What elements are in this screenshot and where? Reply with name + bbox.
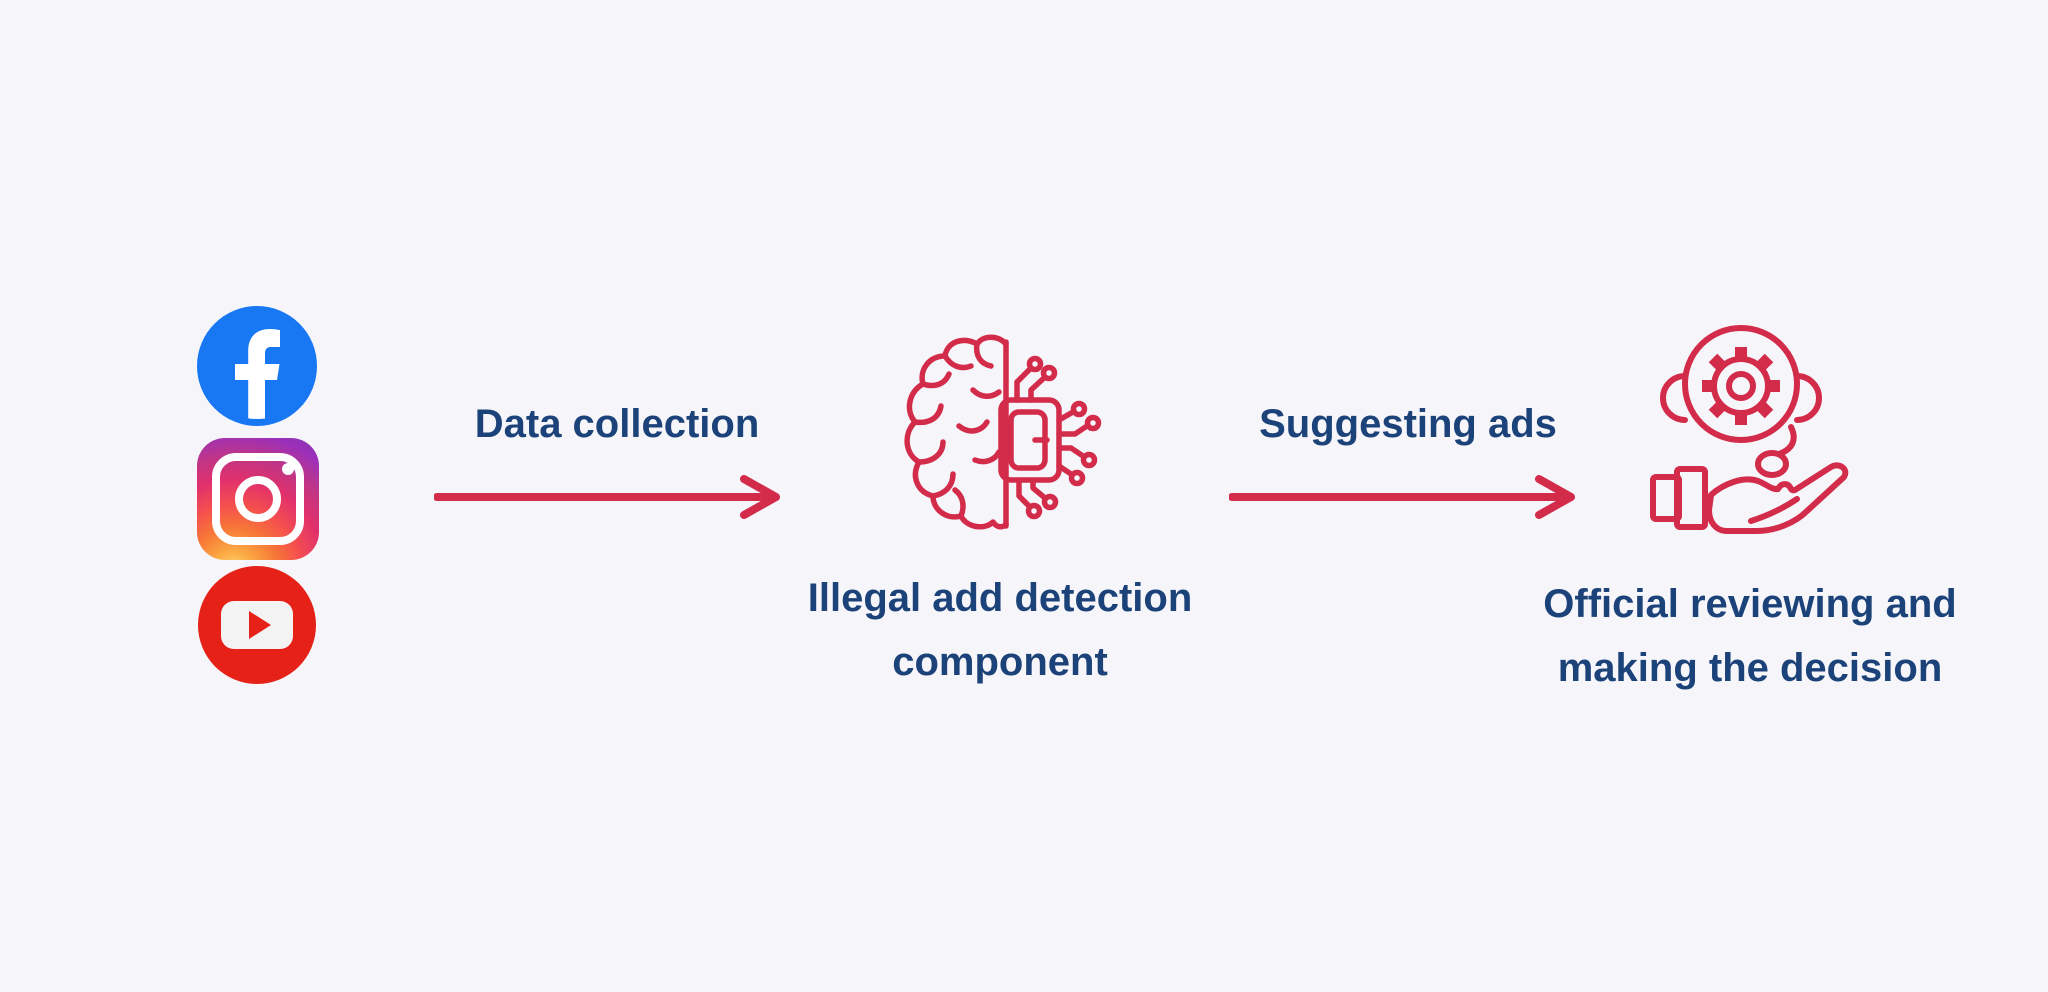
suggesting-ads-label: Suggesting ads <box>1259 402 1557 446</box>
facebook-icon <box>197 306 317 426</box>
instagram-lens <box>235 476 281 522</box>
support-gear-hand-icon <box>1648 320 1863 558</box>
reviewer-label-line1: Official reviewing and <box>1543 582 1957 626</box>
data-collection-arrow-icon <box>434 473 794 521</box>
instagram-icon <box>197 438 319 560</box>
suggesting-ads-arrow-icon <box>1229 473 1589 521</box>
reviewer-label: Official reviewing and making the decisi… <box>1490 572 2010 700</box>
data-collection-label: Data collection <box>474 402 760 446</box>
detector-label-line2: component <box>892 640 1108 684</box>
instagram-flash-dot <box>282 463 294 475</box>
detector-label-line1: Illegal add detection <box>807 576 1193 620</box>
instagram-frame <box>212 453 304 545</box>
reviewer-label-line2: making the decision <box>1557 646 1943 690</box>
youtube-play-triangle <box>249 611 271 639</box>
ai-brain-chip-icon <box>895 330 1110 550</box>
detector-label: Illegal add detection component <box>750 566 1250 694</box>
youtube-icon <box>198 566 316 684</box>
